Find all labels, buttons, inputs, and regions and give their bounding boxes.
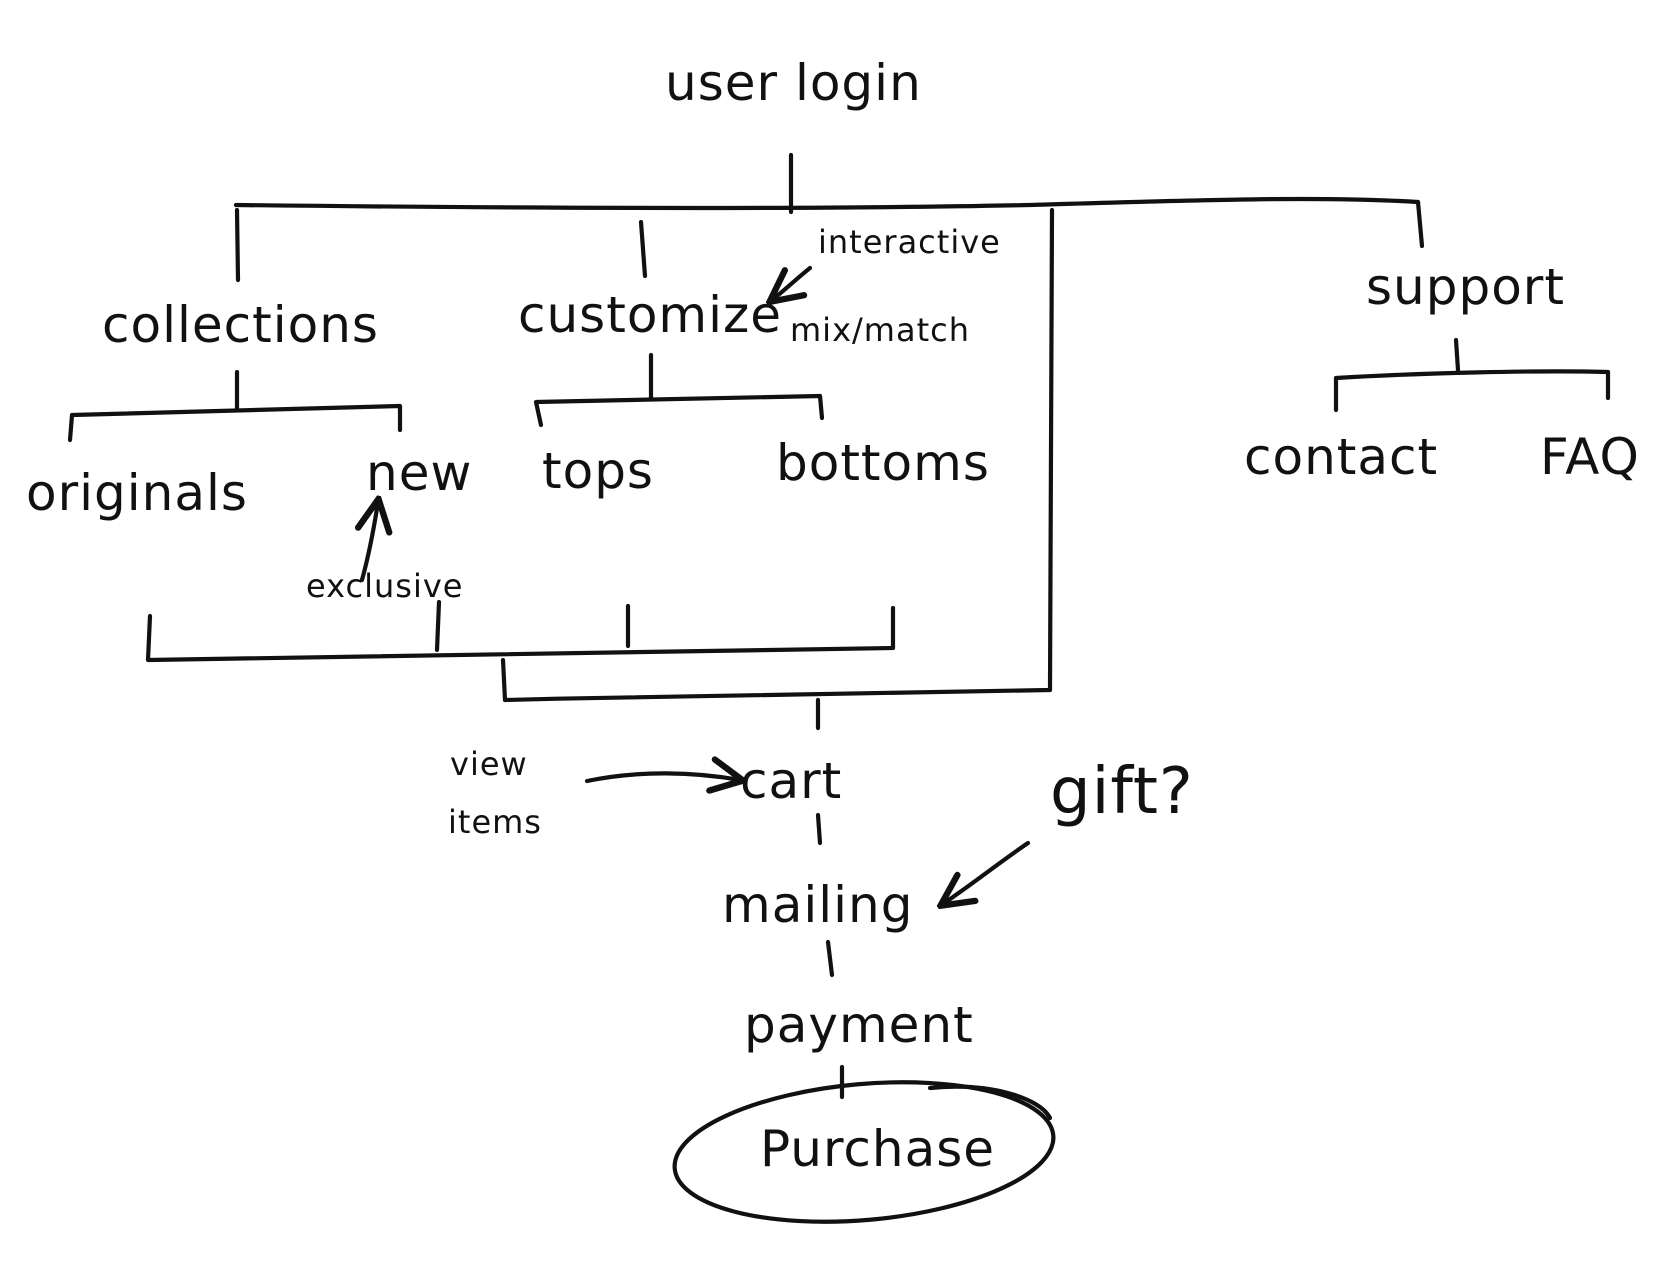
node-bottoms: bottoms xyxy=(776,434,990,492)
node-originals: originals xyxy=(26,464,248,522)
support-stem xyxy=(1453,337,1461,373)
note-view-items-line2: items xyxy=(448,803,542,841)
new-drop xyxy=(434,599,442,653)
note-interactive-line2: mix/match xyxy=(790,311,970,349)
support-drop xyxy=(1415,199,1425,249)
collections-drop xyxy=(234,207,241,283)
note-gift: gift? xyxy=(1050,755,1194,829)
mailing-to-payment xyxy=(825,939,835,978)
view-items-arrow xyxy=(584,773,740,781)
products-bracket xyxy=(145,605,896,663)
customize-to-cart-line xyxy=(500,207,1055,703)
note-view-items-line1: view xyxy=(450,745,528,783)
exclusive-arrow xyxy=(362,502,378,583)
purchase-ellipse xyxy=(672,1080,1056,1224)
purchase-ellipse-overstroke xyxy=(927,1084,1053,1121)
top-level-bracket xyxy=(233,196,1421,211)
node-tops: tops xyxy=(542,442,654,500)
customize-drop xyxy=(638,219,648,279)
node-collections: collections xyxy=(102,296,379,354)
node-purchase: Purchase xyxy=(760,1120,996,1178)
node-mailing: mailing xyxy=(722,876,914,934)
note-interactive-line1: interactive xyxy=(818,223,1001,261)
support-bracket xyxy=(1333,369,1611,413)
note-exclusive: exclusive xyxy=(306,567,464,605)
node-user-login: user login xyxy=(665,54,922,112)
interactive-arrow xyxy=(772,265,813,300)
collections-bracket xyxy=(67,403,403,443)
node-new: new xyxy=(366,444,473,502)
cart-to-mailing xyxy=(815,812,823,846)
node-contact: contact xyxy=(1244,428,1439,486)
node-cart: cart xyxy=(740,752,843,810)
node-customize: customize xyxy=(518,286,783,344)
customize-bracket xyxy=(533,393,825,428)
node-faq: FAQ xyxy=(1540,428,1640,486)
gift-arrow xyxy=(943,840,1031,904)
node-payment: payment xyxy=(744,996,974,1054)
node-support: support xyxy=(1366,258,1565,316)
